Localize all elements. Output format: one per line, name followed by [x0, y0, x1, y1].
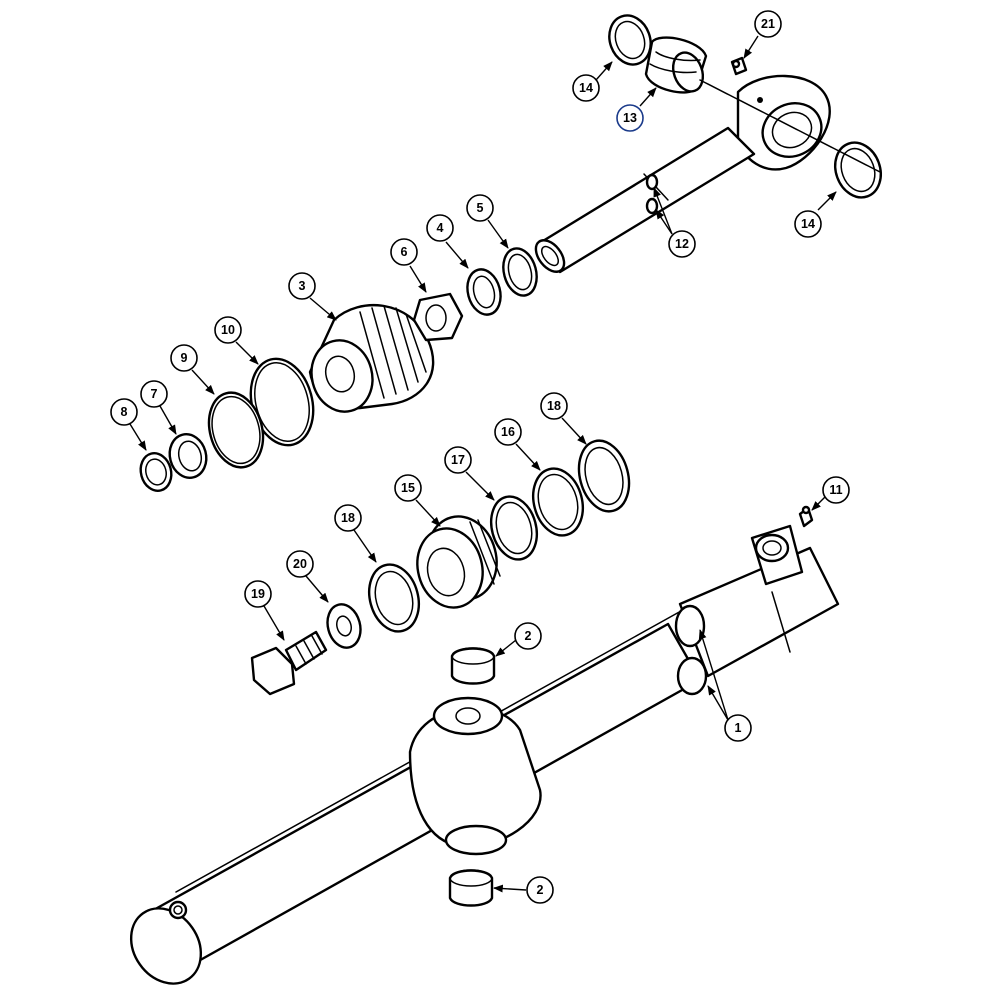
callout-17: 17 — [444, 446, 495, 501]
callout-2-upper-label: 2 — [525, 629, 532, 643]
ring-9 — [207, 391, 265, 469]
callout-21: 21 — [743, 10, 782, 59]
callout-4-label: 4 — [437, 221, 444, 235]
callout-3-label: 3 — [299, 279, 306, 293]
callout-5-label: 5 — [477, 201, 484, 215]
callout-12-label: 12 — [675, 237, 689, 251]
callout-20: 20 — [286, 550, 329, 603]
callout-18-upper: 18 — [540, 392, 587, 445]
callout-13-label: 13 — [623, 111, 637, 125]
callout-3: 3 — [288, 272, 337, 321]
seal-5 — [502, 247, 538, 297]
callout-9: 9 — [170, 344, 215, 395]
callout-7-label: 7 — [151, 387, 158, 401]
callout-6-label: 6 — [401, 245, 408, 259]
callout-2-lower: 2 — [493, 876, 554, 904]
piston-rod — [534, 126, 756, 274]
cylinder-barrel — [129, 505, 840, 985]
piston-rod-assembly — [534, 14, 882, 274]
callout-14-upper-label: 14 — [579, 81, 593, 95]
callout-19: 19 — [244, 580, 285, 641]
callout-1-label: 1 — [735, 721, 742, 735]
wear-ring-18-upper — [577, 439, 631, 513]
callout-7: 7 — [140, 380, 177, 435]
wiper-7 — [168, 433, 208, 479]
callout-9-label: 9 — [181, 351, 188, 365]
callout-5: 5 — [466, 194, 509, 249]
bushing-13 — [644, 36, 708, 94]
callout-18-upper-label: 18 — [547, 399, 561, 413]
bushing-2-lower — [448, 869, 494, 907]
wear-ring-18-lower — [368, 563, 420, 633]
callout-1: 1 — [698, 629, 752, 742]
callout-8-label: 8 — [121, 405, 128, 419]
callout-8: 8 — [110, 398, 147, 451]
callout-14-lower: 14 — [794, 191, 837, 238]
nut-6 — [412, 292, 464, 342]
ring-8 — [139, 452, 173, 492]
grease-fitting-21 — [730, 56, 748, 76]
callout-20-label: 20 — [293, 557, 307, 571]
callout-11: 11 — [811, 476, 850, 511]
callout-16: 16 — [494, 418, 541, 471]
ring-4 — [466, 268, 502, 316]
callout-14-upper: 14 — [572, 61, 613, 102]
callout-16-label: 16 — [501, 425, 515, 439]
callout-12: 12 — [653, 187, 696, 258]
piston-15 — [416, 515, 501, 609]
callout-18-lower: 18 — [334, 504, 377, 563]
callout-15: 15 — [394, 474, 441, 527]
callout-17-label: 17 — [451, 453, 465, 467]
bushing-2-upper — [450, 647, 496, 685]
callout-13: 13 — [616, 87, 657, 132]
snap-ring-14-upper — [608, 14, 652, 66]
ring-16 — [532, 467, 584, 537]
callout-4: 4 — [426, 214, 469, 269]
snap-ring-14-lower — [834, 141, 882, 199]
callout-10: 10 — [214, 316, 259, 365]
callout-21-label: 21 — [761, 17, 775, 31]
callout-10-label: 10 — [221, 323, 235, 337]
callout-19-label: 19 — [251, 587, 265, 601]
cylinder-head-3 — [308, 303, 435, 413]
callout-2-lower-label: 2 — [537, 883, 544, 897]
callout-18-lower-label: 18 — [341, 511, 355, 525]
ring-17 — [489, 495, 539, 561]
callout-14-lower-label: 14 — [801, 217, 815, 231]
piston-parts — [250, 439, 631, 696]
callout-6: 6 — [390, 238, 427, 293]
callout-15-label: 15 — [401, 481, 415, 495]
callout-2-upper: 2 — [495, 622, 542, 657]
washer-20 — [326, 603, 362, 649]
head-and-seals — [139, 247, 538, 492]
callout-11-label: 11 — [829, 483, 842, 497]
bolt-19 — [250, 630, 328, 696]
